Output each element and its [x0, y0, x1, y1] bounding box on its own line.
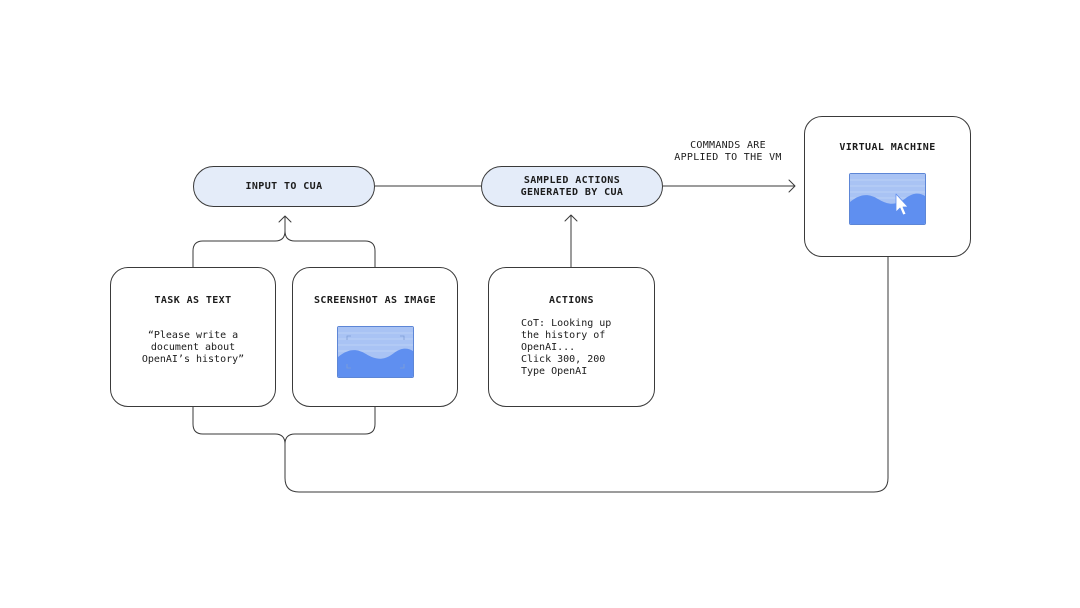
arrow-head-icon [788, 179, 796, 193]
actions-line: Type OpenAI [521, 366, 588, 377]
arrow-head-icon [278, 215, 292, 223]
task-quote-line: “Please write a [147, 330, 239, 341]
task-quote-line: OpenAI’s history” [141, 354, 245, 365]
connector-vm-feedback-loop [284, 257, 889, 493]
virtual-machine-node: VIRTUAL MACHINE [804, 116, 971, 257]
commands-applied-label: COMMANDS ARE APPLIED TO THE VM [665, 140, 791, 164]
screenshot-as-image-card: SCREENSHOT AS IMAGE [292, 267, 458, 407]
wave-image-icon [850, 174, 925, 224]
actions-card-title: ACTIONS [549, 295, 594, 306]
task-quote-line: document about [150, 342, 236, 353]
arrow-head-icon [564, 214, 578, 222]
actions-list: CoT: Looking up the history of OpenAI...… [521, 318, 611, 378]
commands-label-line: COMMANDS ARE [690, 140, 766, 151]
input-to-cua-label: INPUT TO CUA [245, 180, 323, 192]
task-as-text-card: TASK AS TEXT “Please write a document ab… [110, 267, 276, 407]
virtual-machine-title: VIRTUAL MACHINE [839, 142, 936, 153]
actions-line: OpenAI... [521, 342, 576, 353]
sampled-actions-node: SAMPLED ACTIONS GENERATED BY CUA [481, 166, 663, 207]
input-to-cua-node: INPUT TO CUA [193, 166, 375, 207]
cursor-icon [895, 193, 909, 216]
vm-screen-image [849, 173, 926, 225]
screenshot-image [337, 326, 414, 378]
actions-line: CoT: Looking up [521, 318, 612, 329]
actions-card: ACTIONS CoT: Looking up the history of O… [488, 267, 655, 407]
brace-bottom [192, 407, 376, 445]
task-quote: “Please write a document about OpenAI’s … [111, 330, 275, 366]
actions-line: Click 300, 200 [521, 354, 606, 365]
brace-top [192, 216, 376, 267]
sampled-actions-line: GENERATED BY CUA [520, 186, 624, 198]
actions-line: the history of [521, 330, 606, 341]
screenshot-card-title: SCREENSHOT AS IMAGE [314, 295, 436, 306]
wave-image-icon [338, 327, 413, 377]
commands-label-line: APPLIED TO THE VM [674, 152, 782, 163]
sampled-actions-line: SAMPLED ACTIONS [523, 174, 621, 186]
task-card-title: TASK AS TEXT [154, 295, 232, 306]
